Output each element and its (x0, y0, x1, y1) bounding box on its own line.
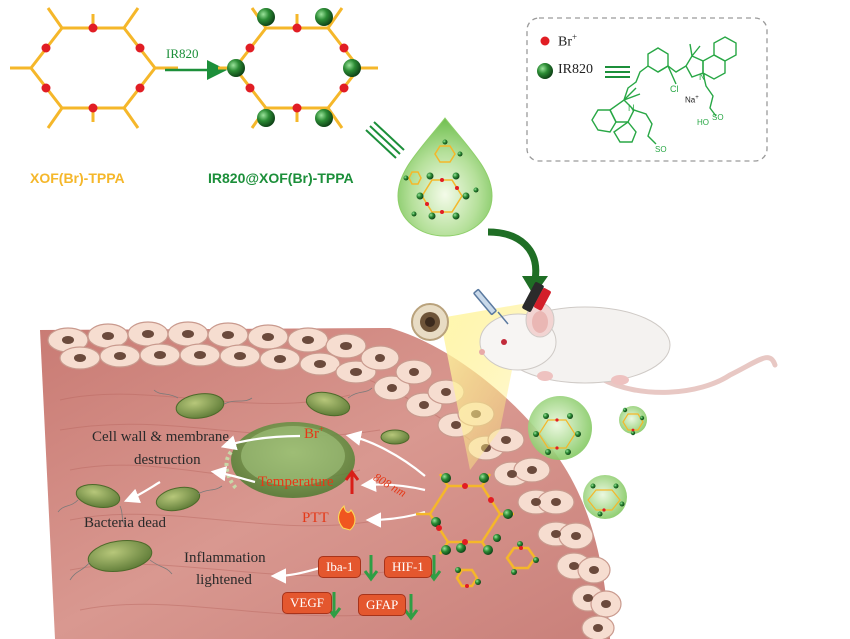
molecule-n2-label: N (628, 103, 635, 113)
xof-framework (10, 7, 178, 129)
particle-bubbles (528, 396, 647, 519)
mouse-icon (479, 302, 778, 395)
bacteria-dead-label: Bacteria dead (84, 515, 167, 531)
inflammation-line1: Inflammation (184, 550, 266, 566)
marker-iba1: Iba-1 (318, 556, 362, 578)
laser-beam (440, 300, 545, 470)
green-droplet-icon (397, 117, 493, 237)
legend-equals-icon (605, 66, 630, 78)
cell-wall-line2: destruction (134, 452, 201, 468)
ir820-bromine-sites (245, 23, 349, 113)
effect-arrows (123, 430, 426, 584)
legend-ir820-label: IR820 (558, 62, 593, 77)
molecule-cl-label: Cl (670, 84, 679, 94)
marker-vegf: VEGF (282, 592, 332, 614)
legend-ir820-bead (537, 63, 553, 79)
molecule-so-label-2: SO (655, 145, 667, 154)
ptt-label: PTT (302, 510, 329, 526)
molecule-na-sup: + (695, 95, 699, 101)
legend-box (526, 17, 768, 162)
ir820-xof-label: IR820@XOF(Br)-TPPA (208, 170, 354, 186)
molecule-na-label: Na+ (685, 95, 699, 105)
reaction-label: IR820 (166, 46, 199, 61)
flame-icon (338, 504, 356, 531)
legend-br-sup: + (572, 32, 578, 42)
curved-green-arrow (487, 228, 540, 281)
transfer-lines (365, 121, 405, 159)
molecule-n1-label: N (699, 72, 706, 82)
molecule-so-label-1: SO (712, 113, 724, 122)
ir820-beads (227, 8, 361, 127)
tissue-framework-br (436, 483, 523, 588)
legend-br-dot (540, 36, 550, 46)
temperature-label: Temperature (258, 474, 334, 490)
xof-label: XOF(Br)-TPPA (30, 170, 125, 186)
tissue-framework (416, 473, 537, 588)
syringe-icon (473, 289, 509, 325)
marker-gfap: GFAP (358, 594, 407, 616)
laser-icon (522, 282, 551, 312)
br-effect-sup: + (319, 424, 325, 434)
temperature-up-arrow-icon (344, 469, 360, 494)
inflammation-line2: lightened (196, 572, 252, 588)
cell-wall-line1: Cell wall & membrane (92, 429, 230, 445)
zoom-circle-icon (411, 303, 449, 341)
ir820-molecule (591, 36, 737, 145)
damaged-cell-icon (224, 422, 355, 498)
br-effect-label: Br+ (304, 424, 325, 442)
bacteria-icon (57, 387, 410, 581)
marker-hif1: HIF-1 (384, 556, 432, 578)
tissue-framework-beads (431, 473, 539, 585)
xof-bromine-sites (41, 23, 145, 113)
droplet-particles (403, 139, 479, 220)
legend-br-label: Br+ (558, 32, 578, 50)
molecule-ho-label: HO (697, 118, 709, 127)
